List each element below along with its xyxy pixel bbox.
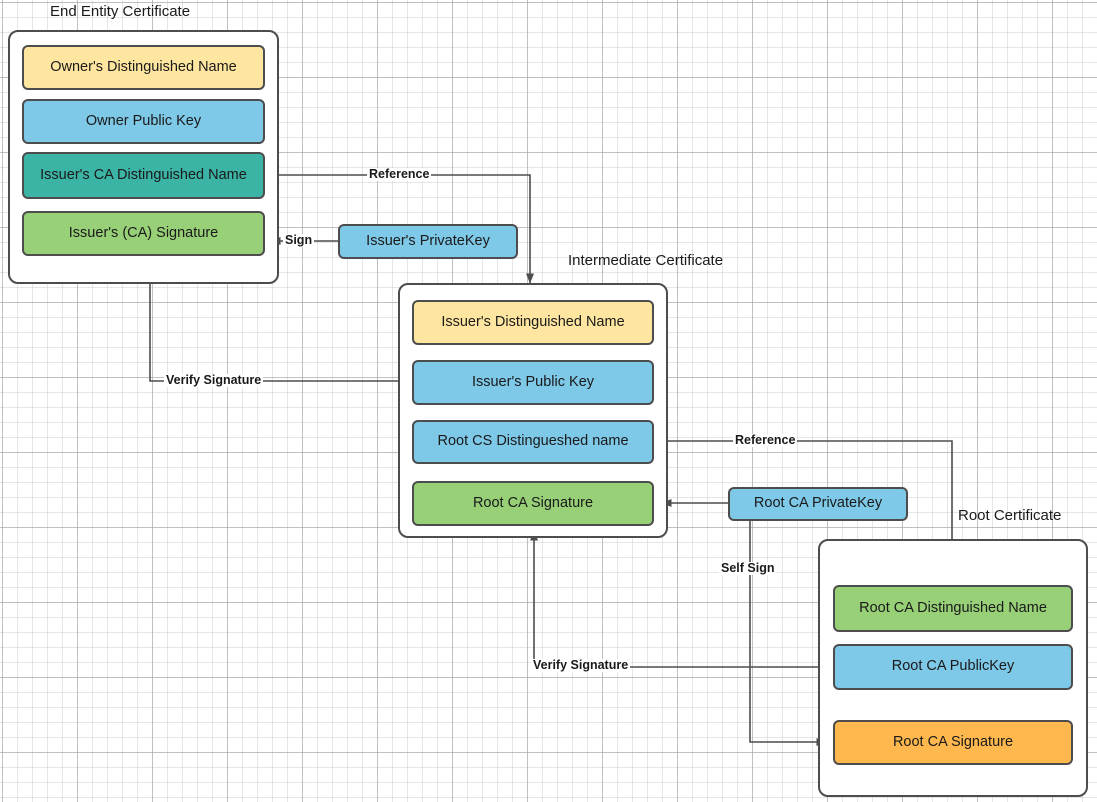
field-issuer-public-key[interactable]: Issuer's Public Key [412,360,654,405]
field-owner-public-key[interactable]: Owner Public Key [22,99,265,144]
edge-verify-signature-2 [530,530,834,668]
cert-title-root: Root Certificate [958,507,1062,524]
edge-self-sign [749,520,827,746]
edge-label-sign: Sign [283,233,315,247]
field-root-cs-dn[interactable]: Root CS Distingueshed name [412,420,654,464]
key-issuer-privatekey[interactable]: Issuer's PrivateKey [338,224,518,259]
field-owner-dn[interactable]: Owner's Distinguished Name [22,45,265,90]
key-root-ca-privatekey[interactable]: Root CA PrivateKey [728,487,908,521]
edge-label-verify-signature-2: Verify Signature [531,658,631,672]
field-root-ca-signature-intermediate[interactable]: Root CA Signature [412,481,654,526]
edge-label-self-sign: Self Sign [719,561,777,575]
edge-label-reference-2: Reference [733,433,798,447]
edge-label-reference-1: Reference [367,167,432,181]
edge-label-verify-signature-1: Verify Signature [164,373,264,387]
field-issuer-ca-signature[interactable]: Issuer's (CA) Signature [22,211,265,256]
cert-title-intermediate: Intermediate Certificate [568,252,724,269]
field-issuer-ca-dn[interactable]: Issuer's CA Distinguished Name [22,152,265,199]
field-root-ca-signature-root[interactable]: Root CA Signature [833,720,1073,765]
field-root-ca-publickey[interactable]: Root CA PublicKey [833,644,1073,690]
field-root-ca-dn[interactable]: Root CA Distinguished Name [833,585,1073,632]
field-issuer-dn[interactable]: Issuer's Distinguished Name [412,300,654,345]
cert-title-end-entity: End Entity Certificate [50,3,191,20]
